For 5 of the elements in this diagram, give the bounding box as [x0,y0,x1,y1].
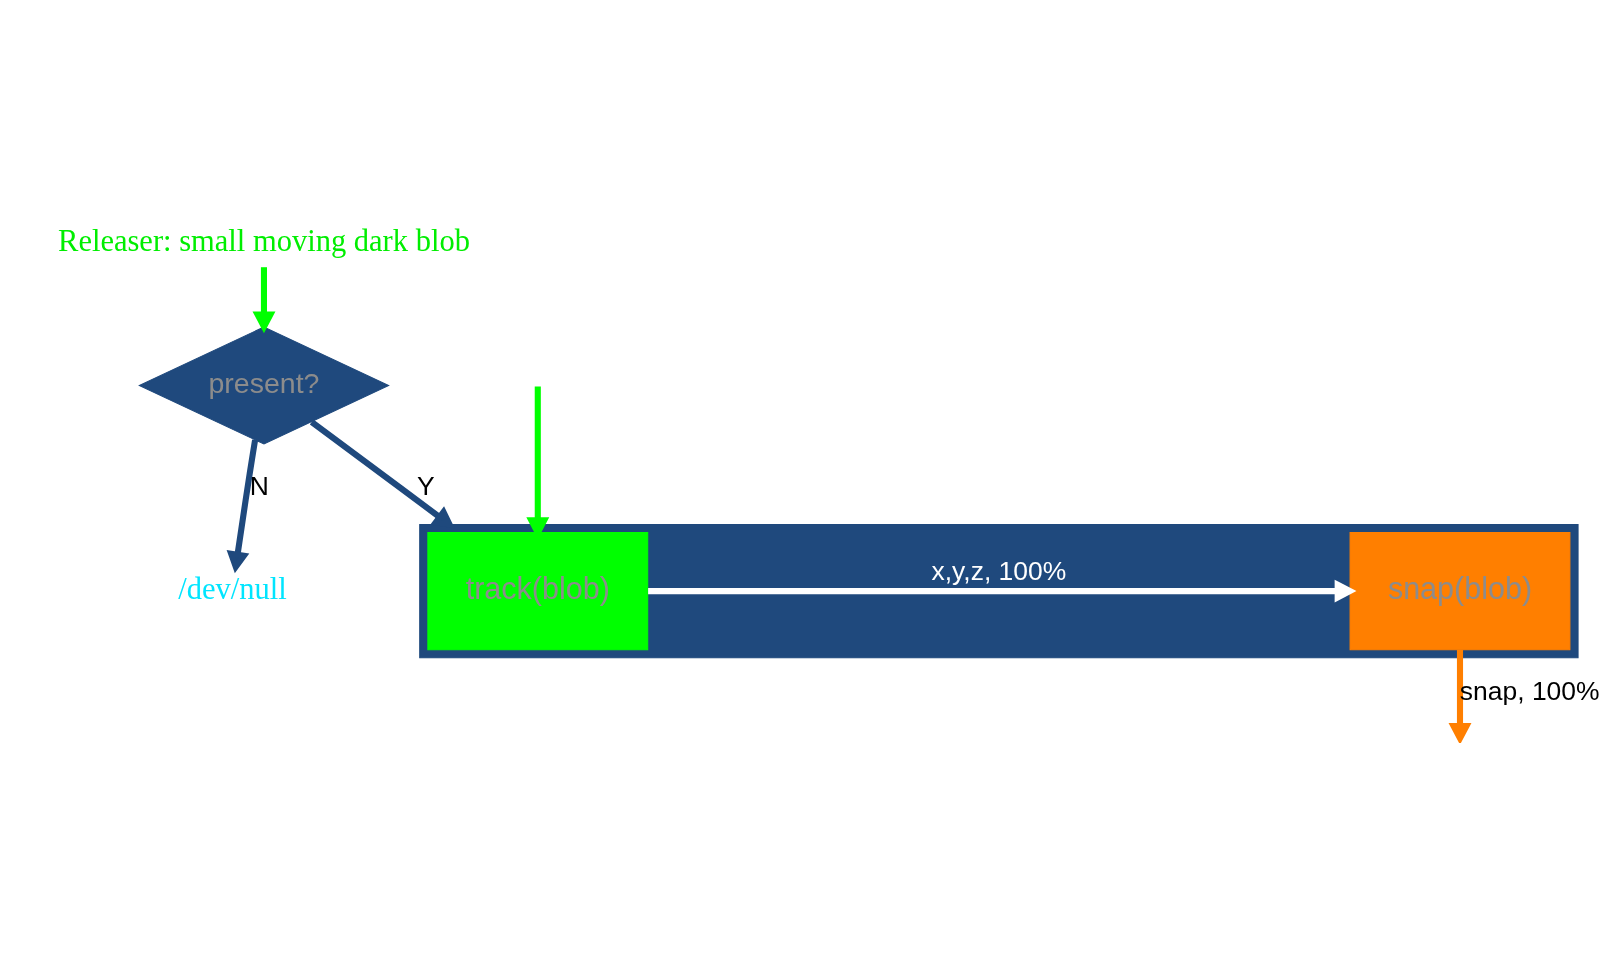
edge-label: Y [416,470,435,501]
node-text: /dev/null [178,571,287,606]
edge-label: x,y,z, 100% [931,555,1067,586]
edge-label: N [249,470,269,501]
node-text: Releaser: small moving dark blob [58,223,470,258]
